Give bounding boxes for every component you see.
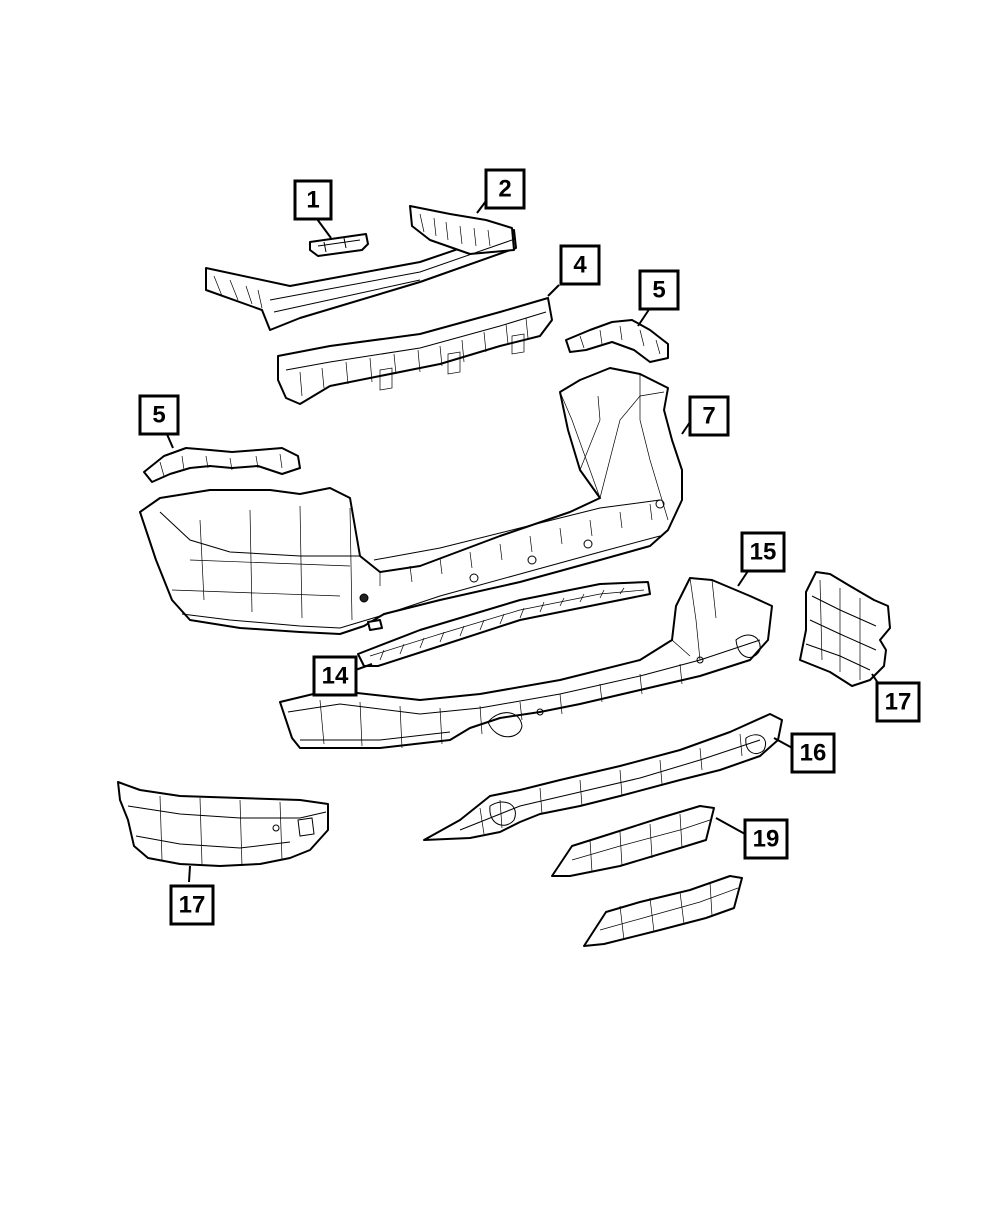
callout-17-right: 17	[875, 681, 921, 723]
part-5-left-bracket	[143, 447, 301, 483]
callout-4: 4	[559, 244, 601, 286]
part-14-grille-strip	[357, 581, 651, 667]
part-5-right-bracket	[565, 319, 669, 363]
callout-7: 7	[688, 395, 730, 437]
callout-14: 14	[312, 655, 358, 697]
callout-15-label: 15	[750, 539, 777, 566]
callout-17-left-label: 17	[179, 892, 206, 919]
callout-5-left-label: 5	[152, 402, 165, 429]
callout-1-label: 1	[306, 187, 319, 214]
callout-2: 2	[484, 168, 526, 210]
part-4-energy-absorber	[277, 297, 553, 405]
callout-14-label: 14	[322, 663, 349, 690]
part-19-lower-skid-plate	[583, 875, 743, 947]
part-17-left-corner	[117, 781, 329, 867]
callout-2-label: 2	[498, 176, 511, 203]
callout-17-left: 17	[169, 884, 215, 926]
part-7-bumper-fascia	[139, 367, 683, 635]
callout-16-label: 16	[800, 740, 827, 767]
callout-5-right: 5	[638, 269, 680, 311]
part-2-reinforcement-bar	[205, 205, 517, 331]
callout-16: 16	[790, 732, 836, 774]
callout-5-right-label: 5	[652, 277, 665, 304]
callout-15: 15	[740, 531, 786, 573]
callout-17-right-label: 17	[885, 689, 912, 716]
callout-19-label: 19	[753, 826, 780, 853]
callout-19: 19	[743, 818, 789, 860]
part-15-lower-fascia	[279, 577, 773, 749]
callout-7-label: 7	[702, 403, 715, 430]
part-16-diffuser	[423, 713, 783, 841]
part-19-upper-skid-plate	[551, 805, 715, 877]
part-17-right-corner	[799, 571, 891, 687]
callout-5-left: 5	[138, 394, 180, 436]
callout-1: 1	[293, 179, 333, 221]
part-1-bracket	[309, 233, 369, 257]
callout-4-label: 4	[573, 252, 587, 279]
leader-lines	[165, 200, 881, 883]
